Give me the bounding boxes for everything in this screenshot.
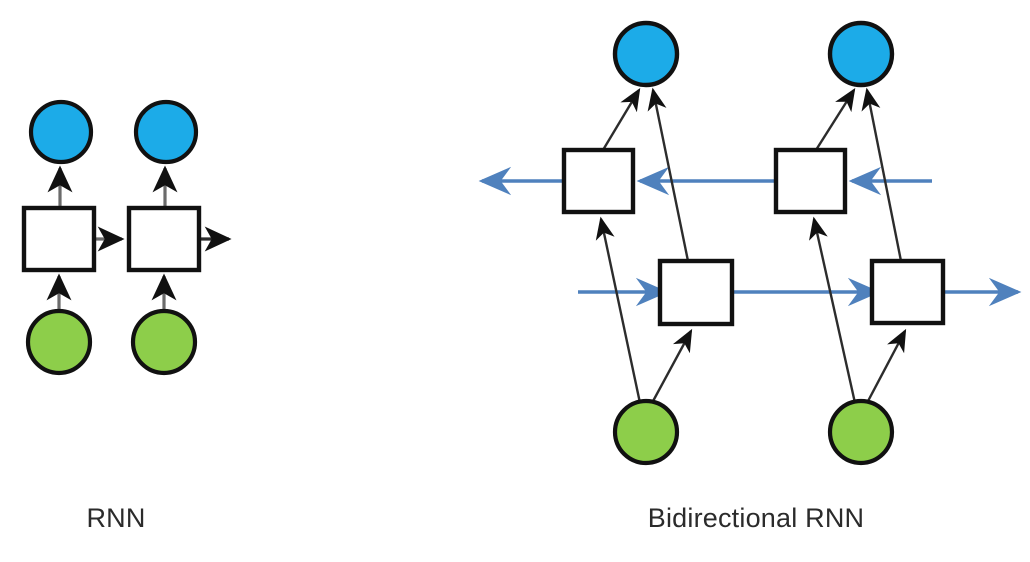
rnn-input-node-2	[130, 308, 198, 376]
rnn-hidden-to-output-arrows	[47, 165, 178, 208]
birnn-forward-cell-2	[869, 258, 946, 326]
birnn-backward-cell-1	[561, 147, 636, 215]
birnn-backward-cell-2	[773, 147, 848, 215]
rnn-input-to-hidden-arrows	[46, 273, 177, 311]
birnn-edge-forward1-output1	[647, 87, 690, 262]
rnn-hidden-cell-1	[21, 205, 97, 273]
birnn-panel-caption: Bidirectional RNN	[647, 503, 865, 533]
birnn-forward-cell-1	[657, 258, 735, 327]
birnn-output-node-1	[612, 20, 680, 88]
birnn-output-edges	[601, 87, 903, 262]
birnn-edge-forward2-output2	[861, 87, 903, 262]
birnn-input-node-2	[827, 398, 895, 466]
rnn-hidden-cell-2	[126, 205, 202, 273]
birnn-edge-backward1-output1	[601, 87, 641, 151]
rnn-panel-caption: RNN	[86, 503, 146, 533]
rnn-input-node-1	[25, 308, 93, 376]
birnn-input-edges	[595, 216, 907, 404]
birnn-edge-input2-backward2	[809, 216, 857, 404]
birnn-panel	[478, 20, 1022, 466]
birnn-edge-backward2-output2	[814, 87, 856, 151]
rnn-output-node-1	[28, 99, 94, 165]
rnn-output-node-2	[133, 99, 199, 165]
rnn-panel	[21, 99, 232, 376]
birnn-input-node-1	[612, 398, 680, 466]
birnn-edge-input1-backward1	[595, 216, 642, 404]
birnn-output-node-2	[827, 20, 895, 88]
birnn-edge-input2-forward2	[865, 328, 907, 404]
birnn-edge-input1-forward1	[650, 328, 693, 404]
